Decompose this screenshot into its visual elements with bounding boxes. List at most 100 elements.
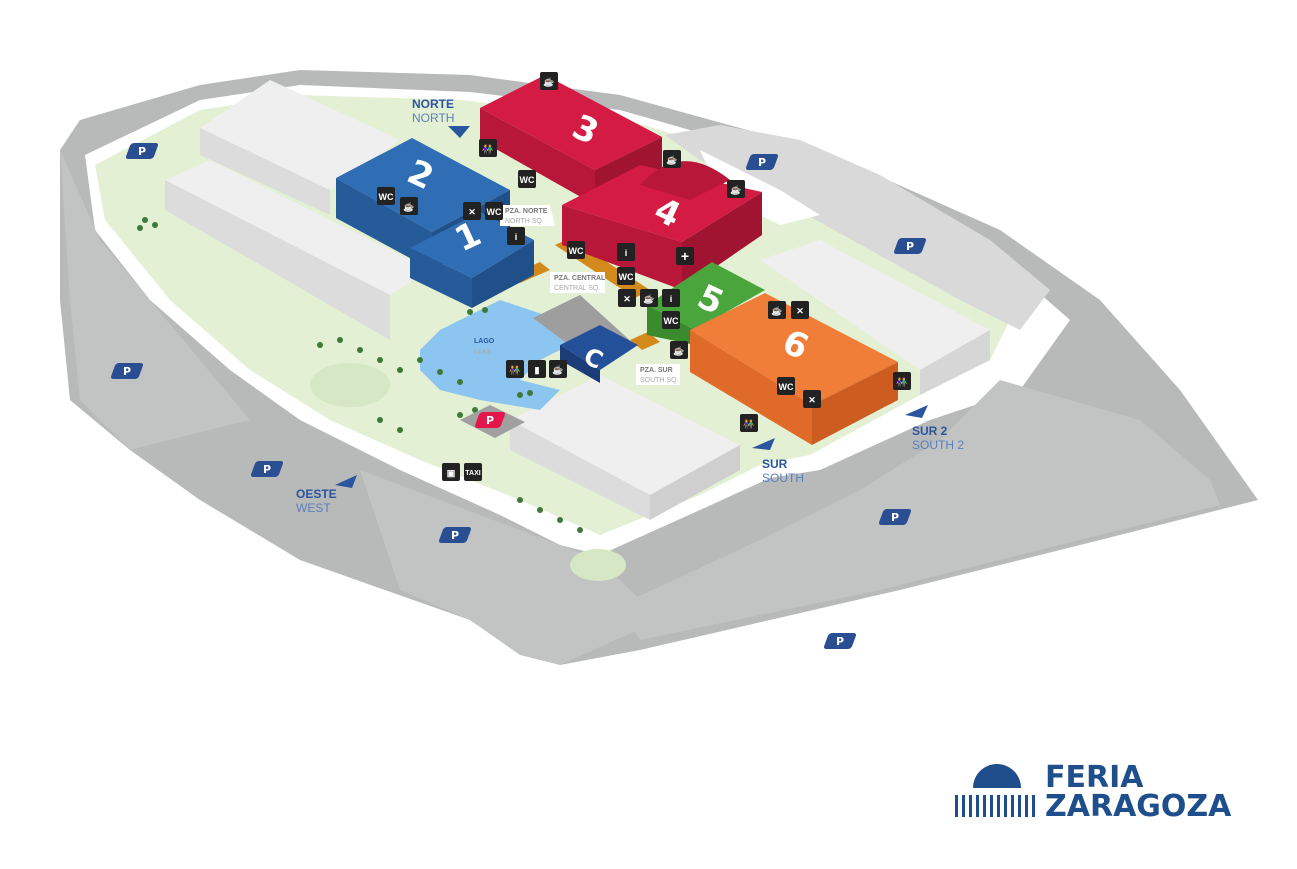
- svg-text:NORTH: NORTH: [412, 111, 454, 125]
- svg-text:WC: WC: [487, 207, 502, 217]
- toilets-icon[interactable]: 👫: [506, 360, 524, 378]
- svg-text:SUR 2: SUR 2: [912, 424, 948, 438]
- info-icon[interactable]: i: [662, 289, 680, 307]
- logo-dome-icon: [973, 764, 1021, 788]
- svg-text:PZA. CENTRAL: PZA. CENTRAL: [554, 275, 606, 282]
- square-central: PZA. CENTRAL CENTRAL SQ.: [550, 272, 606, 293]
- toilets-icon[interactable]: 👫: [479, 139, 497, 157]
- first-aid-icon[interactable]: +: [676, 247, 694, 265]
- svg-text:👫: 👫: [509, 364, 520, 375]
- svg-text:OESTE: OESTE: [296, 487, 337, 501]
- entrance-north[interactable]: NORTE NORTH: [412, 97, 470, 138]
- roundabout: [310, 363, 390, 407]
- lake-label-en: LAKE: [474, 349, 492, 356]
- atm-icon[interactable]: ▮: [528, 360, 546, 378]
- restaurant-icon[interactable]: ✕: [618, 289, 636, 307]
- entrance-south-2[interactable]: SUR 2 SOUTH 2: [905, 405, 964, 452]
- toilets-icon[interactable]: 👫: [740, 414, 758, 432]
- svg-text:PZA. SUR: PZA. SUR: [640, 367, 673, 374]
- cafe-icon[interactable]: ☕: [400, 197, 418, 215]
- svg-text:SOUTH: SOUTH: [762, 471, 804, 485]
- svg-text:P: P: [138, 145, 146, 158]
- svg-text:☕: ☕: [673, 345, 684, 356]
- svg-text:WC: WC: [779, 382, 794, 392]
- roundabout-south: [570, 549, 626, 581]
- svg-text:P: P: [891, 511, 899, 524]
- svg-text:TAXI: TAXI: [465, 470, 480, 477]
- parking-icon[interactable]: P: [125, 143, 159, 159]
- parking-icon[interactable]: P: [110, 363, 144, 379]
- parking-icon[interactable]: P: [438, 527, 472, 543]
- facility-icons: ☕ 👫 WC WC ☕ ✕ WC i ☕ ☕ WC i + WC ✕ ☕ i W…: [377, 72, 911, 481]
- svg-text:☕: ☕: [730, 184, 741, 195]
- logo-line1: FERIA: [1045, 760, 1144, 795]
- wc-icon[interactable]: WC: [777, 377, 795, 395]
- hall-6[interactable]: 6: [690, 293, 898, 445]
- parking-icon[interactable]: P: [250, 461, 284, 477]
- cafe-icon[interactable]: ☕: [768, 301, 786, 319]
- svg-text:WC: WC: [664, 316, 679, 326]
- south-arrow-icon: [752, 438, 775, 450]
- svg-text:▮: ▮: [535, 365, 540, 375]
- svg-text:CENTRAL SQ.: CENTRAL SQ.: [554, 285, 600, 292]
- hall-c[interactable]: C: [533, 295, 638, 383]
- svg-text:i: i: [625, 248, 628, 258]
- svg-text:P: P: [836, 635, 844, 648]
- svg-text:NORTH SQ.: NORTH SQ.: [505, 218, 544, 225]
- cafe-icon[interactable]: ☕: [540, 72, 558, 90]
- cafe-icon[interactable]: ☕: [727, 180, 745, 198]
- svg-text:WC: WC: [569, 246, 584, 256]
- square-north: PZA. NORTE NORTH SQ.: [500, 205, 555, 226]
- svg-text:P: P: [123, 365, 131, 378]
- parking-icon[interactable]: P: [745, 154, 779, 170]
- wc-icon[interactable]: WC: [662, 311, 680, 329]
- svg-text:SOUTH SQ.: SOUTH SQ.: [640, 377, 679, 384]
- svg-text:P: P: [486, 414, 494, 427]
- svg-text:WC: WC: [520, 175, 535, 185]
- south2-arrow-icon: [905, 405, 928, 418]
- taxi-icon[interactable]: TAXI: [464, 463, 482, 481]
- wc-icon[interactable]: WC: [617, 267, 635, 285]
- vip-parking-icon[interactable]: P: [474, 412, 506, 428]
- lake-label: LAGO: [474, 338, 495, 345]
- wc-icon[interactable]: WC: [485, 202, 503, 220]
- wc-icon[interactable]: WC: [518, 170, 536, 188]
- hall-1[interactable]: 1: [410, 212, 534, 308]
- grey-buildings: [165, 80, 990, 520]
- toilets-icon[interactable]: 👫: [893, 372, 911, 390]
- entrance-south[interactable]: SUR SOUTH: [752, 438, 804, 485]
- svg-text:P: P: [758, 156, 766, 169]
- svg-text:☕: ☕: [666, 154, 677, 165]
- svg-text:+: +: [681, 248, 689, 264]
- svg-text:P: P: [263, 463, 271, 476]
- svg-text:👫: 👫: [743, 418, 754, 429]
- svg-text:P: P: [906, 240, 914, 253]
- west-arrow-icon: [335, 475, 357, 488]
- svg-text:SUR: SUR: [762, 457, 788, 471]
- info-icon[interactable]: i: [617, 243, 635, 261]
- parking-icon[interactable]: P: [823, 633, 857, 649]
- bus-icon[interactable]: ▣: [442, 463, 460, 481]
- svg-text:✕: ✕: [623, 294, 631, 304]
- cafe-icon[interactable]: ☕: [670, 341, 688, 359]
- restaurant-icon[interactable]: ✕: [463, 202, 481, 220]
- svg-text:✕: ✕: [808, 395, 816, 405]
- parking-markers: P P P P P P P P P: [110, 143, 927, 649]
- wc-icon[interactable]: WC: [377, 187, 395, 205]
- parking-icon[interactable]: P: [893, 238, 927, 254]
- info-icon[interactable]: i: [507, 227, 525, 245]
- cafe-icon[interactable]: ☕: [663, 150, 681, 168]
- restaurant-icon[interactable]: ✕: [803, 390, 821, 408]
- parking-icon[interactable]: P: [878, 509, 912, 525]
- square-south: PZA. SUR SOUTH SQ.: [636, 364, 680, 385]
- wc-icon[interactable]: WC: [567, 241, 585, 259]
- svg-text:👫: 👫: [896, 376, 907, 387]
- svg-text:▣: ▣: [447, 468, 456, 478]
- svg-text:☕: ☕: [403, 201, 414, 212]
- cafe-icon[interactable]: ☕: [549, 360, 567, 378]
- restaurant-icon[interactable]: ✕: [791, 301, 809, 319]
- cafe-icon[interactable]: ☕: [640, 289, 658, 307]
- north-arrow-icon: [448, 126, 470, 138]
- svg-text:☕: ☕: [771, 305, 782, 316]
- entrance-west[interactable]: OESTE WEST: [296, 475, 357, 515]
